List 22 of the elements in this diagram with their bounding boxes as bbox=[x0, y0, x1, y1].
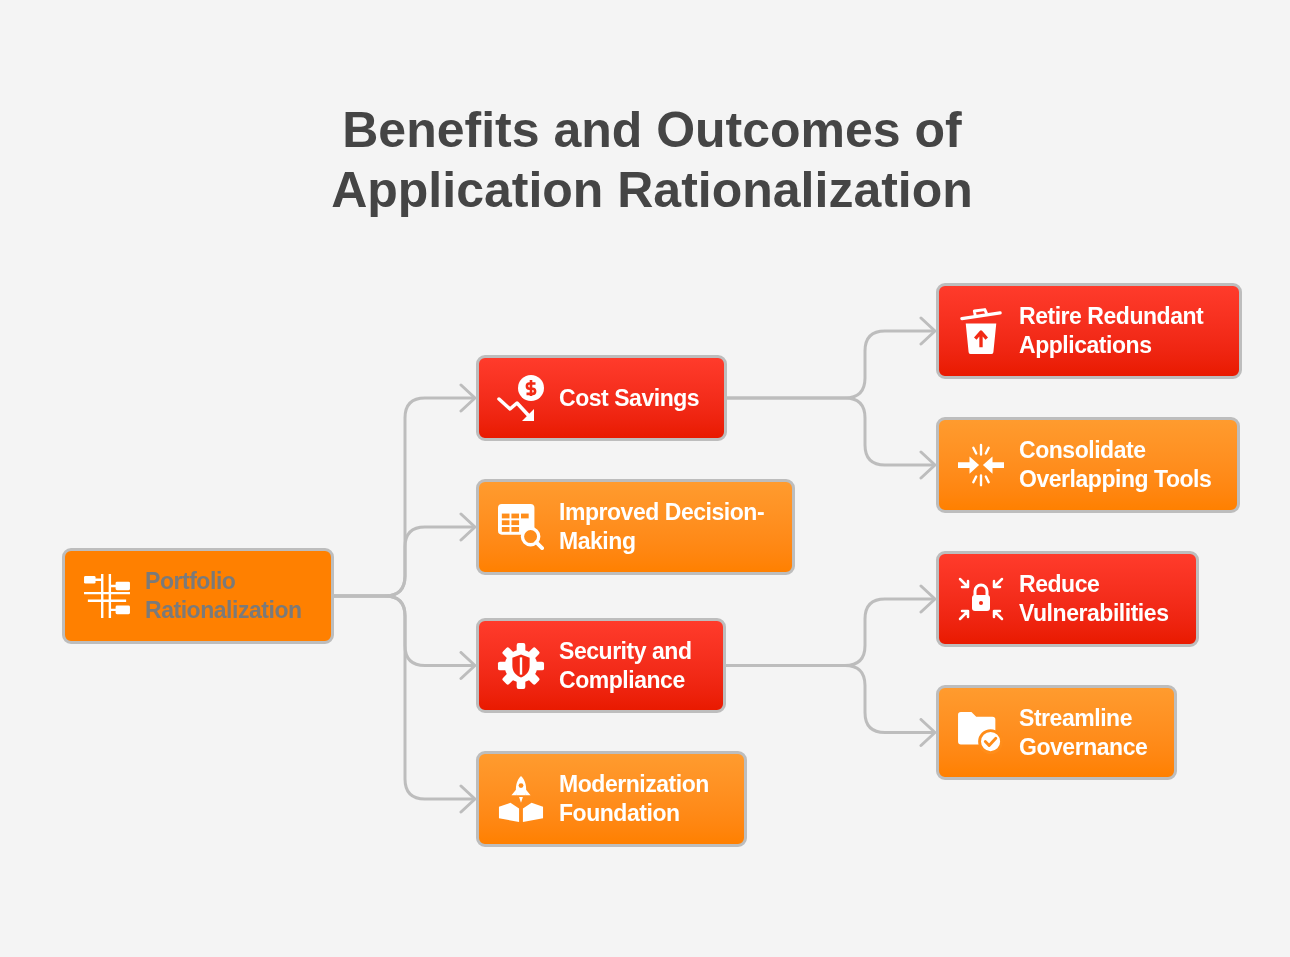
node-label: Consolidate Overlapping Tools bbox=[1019, 436, 1213, 494]
node-label: Modernization Foundation bbox=[559, 770, 710, 828]
node-label: Portfolio Rationalization bbox=[145, 567, 303, 625]
node-label: Cost Savings bbox=[559, 383, 700, 413]
node-box bbox=[936, 685, 1177, 780]
node-label: Reduce Vulnerabilities bbox=[1019, 570, 1170, 628]
node-label: Retire Redundant Applications bbox=[1019, 302, 1205, 360]
node-label: Improved Decision-Making bbox=[559, 498, 766, 556]
node-label: Streamline Governance bbox=[1019, 703, 1149, 762]
node-box bbox=[476, 618, 726, 713]
node-box bbox=[476, 479, 795, 575]
connector-arrow bbox=[727, 396, 937, 480]
node-box bbox=[936, 417, 1240, 513]
node-label: Security and Compliance bbox=[559, 636, 693, 695]
node-box bbox=[936, 551, 1199, 647]
node-box bbox=[476, 355, 727, 441]
connector-arrow bbox=[726, 664, 937, 747]
node-box bbox=[936, 283, 1242, 379]
node-box bbox=[62, 548, 334, 644]
title: Benefits and Outcomes of Application Rationalization bbox=[330, 101, 974, 220]
connector-arrow bbox=[334, 594, 477, 814]
node-box bbox=[476, 751, 747, 847]
